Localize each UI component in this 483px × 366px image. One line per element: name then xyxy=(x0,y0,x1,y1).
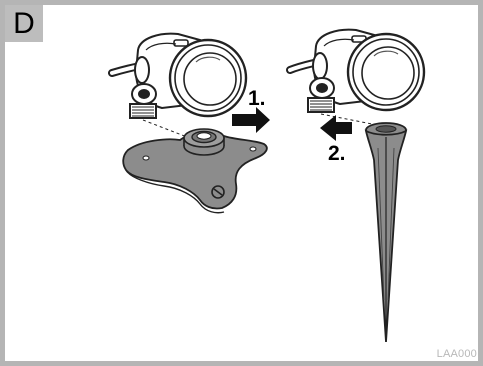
ground-spike xyxy=(366,123,406,342)
step-1-label: 1. xyxy=(248,87,266,110)
right-spotlight xyxy=(290,30,424,124)
left-spotlight xyxy=(112,34,246,142)
step-2-label: 2. xyxy=(328,142,346,165)
step-1-arrow xyxy=(232,107,270,133)
reference-code: LAA000 xyxy=(437,348,477,360)
ground-plate xyxy=(123,129,267,213)
